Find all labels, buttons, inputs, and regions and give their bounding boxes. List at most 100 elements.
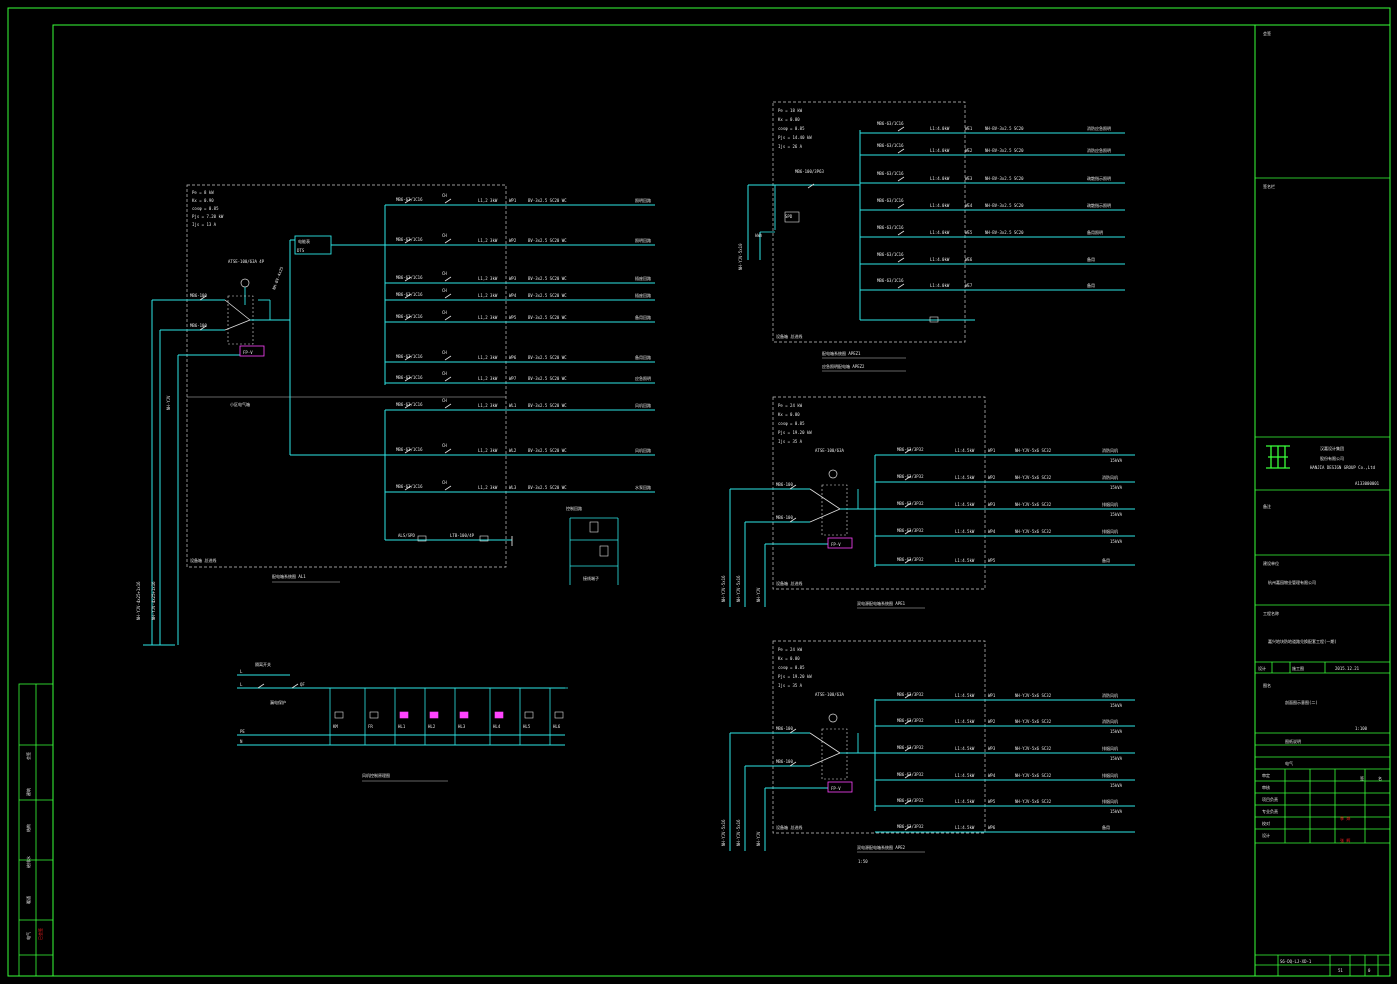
circuit-contact-1 (404, 376, 412, 382)
fpv-label: FP-V (831, 542, 841, 547)
contact (897, 203, 905, 209)
contactor-label: CH (442, 271, 447, 276)
circuit-load: 备用 (1087, 282, 1095, 288)
panel-param: Kx = 0.90 (192, 198, 214, 203)
atse-label: ATSE-100/63A (815, 692, 844, 697)
contact (904, 529, 912, 535)
in-switch-a (789, 484, 797, 490)
circuit-id: WP7 (509, 376, 517, 381)
panel-param: Kx = 0.80 (778, 412, 800, 417)
circuit-cable: NH-YJV-5x6 SC32 (1015, 773, 1052, 778)
panel-param: Pe = 24 kW (778, 403, 803, 408)
title-row-label: 审核 (1262, 784, 1270, 790)
circuit-kva: 15kVA (1110, 458, 1123, 463)
contact (904, 773, 912, 779)
panel-param: Pjs = 19.20 kW (778, 674, 812, 679)
panel-bottom-note: 设备箱 总进线 (190, 557, 216, 563)
circuit-phase: L1,2 3kW (478, 448, 498, 453)
circuit-id: WP2 (988, 719, 996, 724)
ctrl-device (554, 711, 564, 719)
circuit-load: 照明回路 (635, 197, 651, 203)
circuit-load: 排烟风机 (1102, 501, 1118, 507)
circuit-load: 插座回路 (635, 275, 651, 281)
circuit-load: 排烟风机 (1102, 528, 1118, 534)
svg-text:签: 签 (1360, 775, 1364, 781)
circuit-contact-2 (444, 403, 452, 409)
company-name-2: 股份有限公司 (1320, 455, 1344, 461)
left-strip-label: 建筑 (25, 788, 31, 796)
circuit-load: 备用 (1102, 557, 1110, 563)
circuit-phase: L1,2 3kW (478, 355, 498, 360)
circuit-phase: L1:4.5kW (955, 448, 975, 453)
circuit-contact-1 (404, 355, 412, 361)
panel-param: Ijs = 35 A (778, 683, 803, 688)
circuit-phase: L1,2 3kW (478, 315, 498, 320)
circuit-load: 风机回路 (635, 402, 651, 408)
circuit-contact-2 (444, 276, 452, 282)
svg-text:签名栏: 签名栏 (1263, 183, 1275, 189)
ctrl-device (524, 711, 534, 719)
ctrl-title: 控制回路 (566, 505, 582, 511)
breaker-label: MB6-100 (776, 759, 793, 764)
stage-label: 施工图 (1292, 665, 1304, 671)
circuit-phase: L1:4.0kW (930, 176, 950, 181)
ctrl-branch-1: KM (329, 687, 348, 745)
circuit-id: WE3 (965, 176, 973, 181)
fpv-module (827, 537, 853, 549)
circuit-breaker: MB6-63/1C16 (877, 121, 904, 126)
ctrl-device-label: HL6 (553, 724, 561, 729)
circuit-id: WP2 (988, 475, 996, 480)
circuit-load: 消防风机 (1102, 692, 1118, 698)
circuit-id: WP3 (509, 276, 517, 281)
circuit-id: WE4 (965, 203, 973, 208)
circuit-load: 插座回路 (635, 292, 651, 298)
panel-note: 设备箱 总进线 (776, 333, 802, 339)
project-name: 嘉兴地块防地道路兑换配套工程(一期) (1268, 638, 1337, 644)
main-switch (807, 183, 815, 189)
panel-param: Pjs = 14.40 kW (778, 135, 812, 140)
circuit-cable: NH-BV-3x2.5 SC20 (985, 126, 1024, 131)
breaker-label: MB6-100 (776, 515, 793, 520)
circuit-id: WP4 (988, 773, 996, 778)
panel-title: 配电箱系统图 AL1 (272, 573, 306, 579)
circuit-breaker: MB6-63/1C16 (877, 198, 904, 203)
circuit-phase: L1,2 3kW (478, 403, 498, 408)
in-switch-b (789, 761, 797, 767)
panel-param: cosφ = 0.85 (192, 206, 219, 211)
panel-param: Ijs = 35 A (778, 439, 803, 444)
circuit-id: WL1 (509, 403, 517, 408)
contactor-label: CH (442, 443, 447, 448)
circuit-phase: L1:4.0kW (930, 257, 950, 262)
svg-text:会签: 会签 (1263, 30, 1271, 36)
ctrl-n: N (240, 739, 243, 744)
title-row-label: 校对 (1262, 820, 1270, 826)
circuit-cable: BV-3x2.5 SC20 WC (528, 293, 567, 298)
incoming-label-c: NH-YJV (756, 831, 761, 846)
meter-symbol (828, 469, 838, 479)
ctrl-device-label: HL1 (398, 724, 406, 729)
left-strip-label: 结构 (25, 824, 31, 832)
circuit-load: 消防风机 (1102, 718, 1118, 724)
contactor-label: CH (442, 233, 447, 238)
circuit-cable: BV-3x2.5 SC20 WC (528, 198, 567, 203)
circuit-phase: L1,2 3kW (478, 198, 498, 203)
svg-text:建设单位: 建设单位 (1263, 560, 1279, 566)
ctrl-device (459, 711, 469, 719)
meter-label: 电能表 (298, 238, 310, 244)
ctrl-branch-4: HL2 (424, 687, 443, 745)
circuit-cable: BV-3x2.5 SC20 WC (528, 315, 567, 320)
